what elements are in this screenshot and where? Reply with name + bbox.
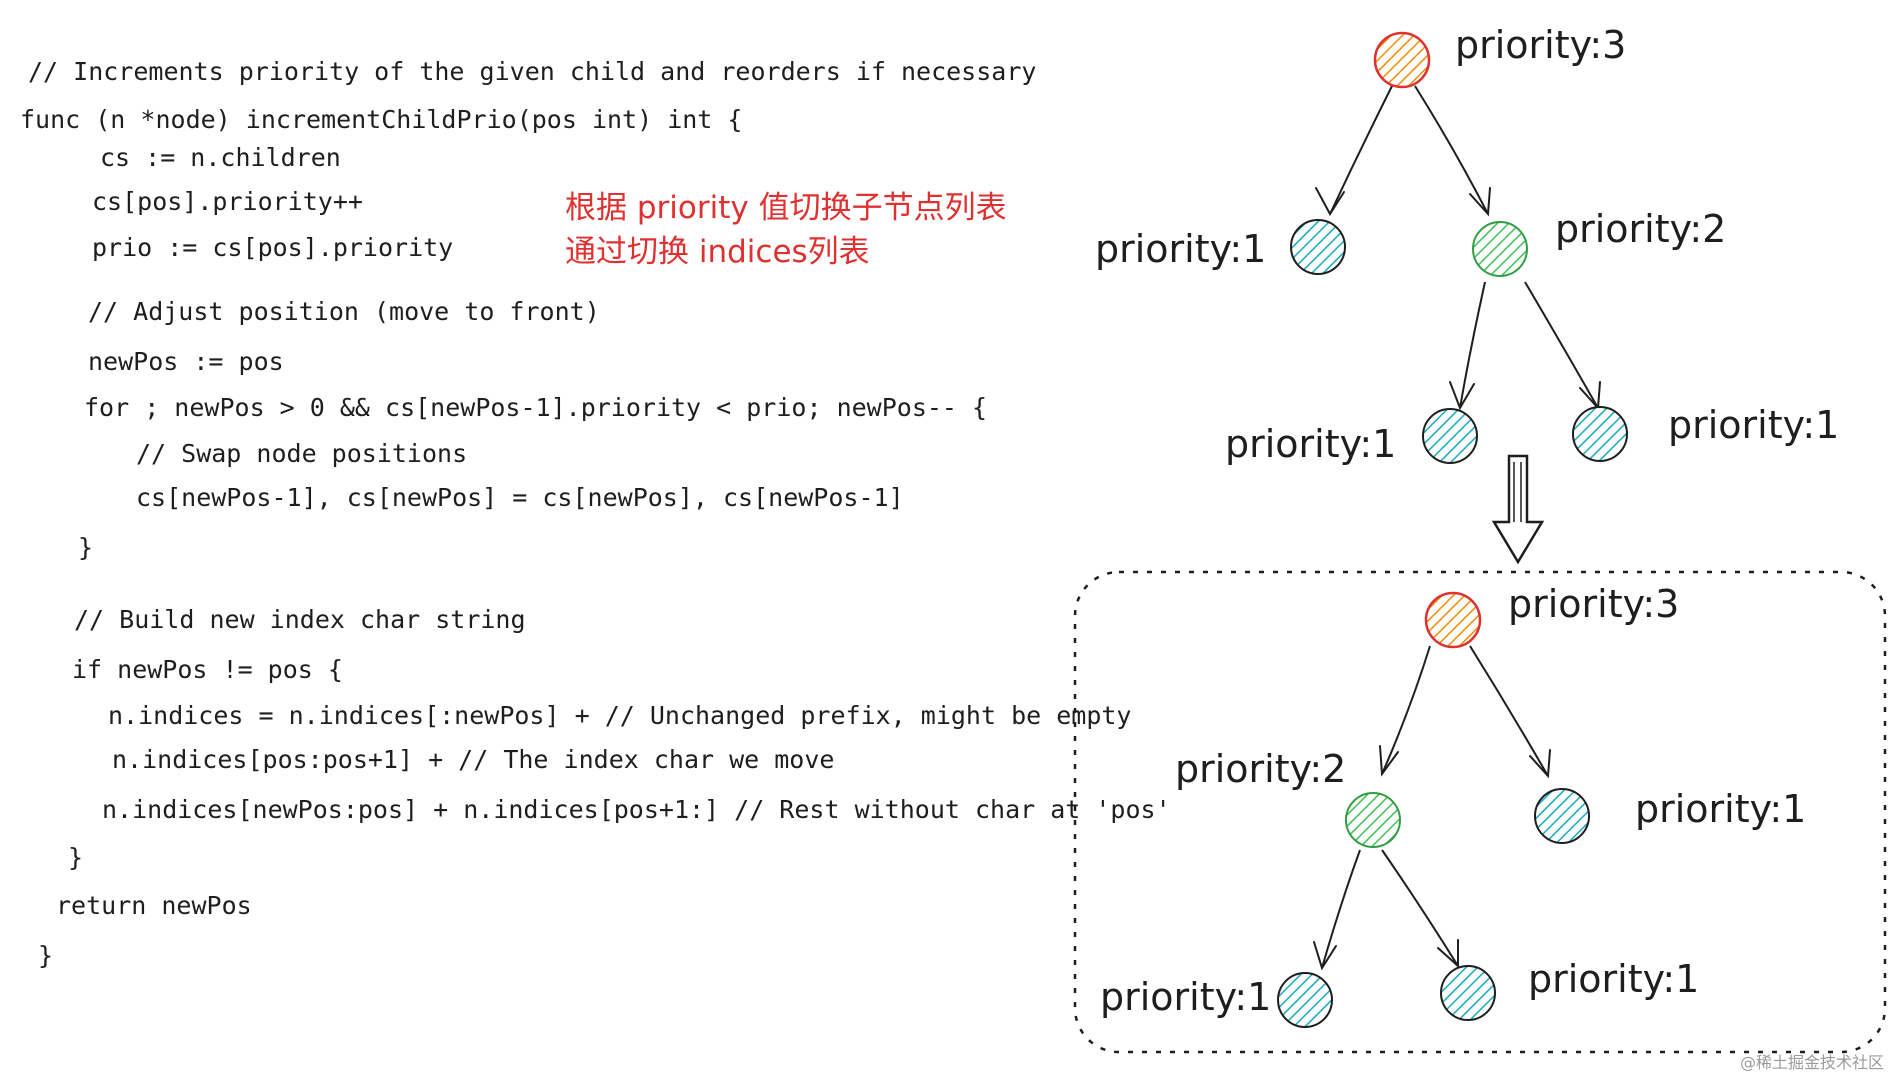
transition-arrow-icon — [1491, 454, 1545, 565]
code-line: // Build new index char string — [74, 605, 526, 634]
priority-label: priority:1 — [1100, 975, 1271, 1019]
code-line: for ; newPos > 0 && cs[newPos-1].priorit… — [84, 393, 987, 422]
watermark: @稀土掘金技术社区 — [1740, 1053, 1884, 1072]
priority-label: priority:1 — [1635, 787, 1806, 831]
arrowhead-icon — [1437, 939, 1459, 969]
annotation-line: 根据 priority 值切换子节点列表 — [565, 190, 1007, 226]
priority-label: priority:1 — [1095, 227, 1266, 271]
code-line: // Increments priority of the given chil… — [28, 57, 1036, 86]
code-line: } — [68, 843, 83, 872]
priority-label: priority:2 — [1175, 747, 1346, 791]
arrowhead-icon — [1469, 187, 1491, 217]
code-line: func (n *node) incrementChildPrio(pos in… — [20, 105, 742, 134]
code-line: } — [78, 533, 93, 562]
tree-edge — [1459, 281, 1486, 409]
leaf-node — [1422, 408, 1478, 464]
priority-label: priority:2 — [1555, 207, 1726, 251]
code-line: // Swap node positions — [136, 439, 467, 468]
mid-node — [1345, 792, 1401, 848]
code-line: cs[pos].priority++ — [92, 187, 363, 216]
code-line: n.indices = n.indices[:newPos] + // Unch… — [108, 701, 1132, 730]
leaf-node — [1277, 972, 1333, 1028]
code-line: } — [38, 941, 53, 970]
priority-label: priority:3 — [1508, 582, 1679, 626]
tree-edge — [1414, 85, 1489, 215]
arrowhead-icon — [1529, 749, 1551, 779]
tree-edge — [1381, 645, 1431, 775]
annotation: 根据 priority 值切换子节点列表 通过切换 indices列表 — [565, 190, 1007, 270]
code-line: n.indices[pos:pos+1] + // The index char… — [112, 745, 834, 774]
tree-edge — [1321, 849, 1361, 969]
arrowhead-icon — [1379, 745, 1399, 777]
tree-edge — [1381, 849, 1459, 967]
priority-label: priority:3 — [1455, 23, 1626, 67]
code-line: cs[newPos-1], cs[newPos] = cs[newPos], c… — [136, 483, 904, 512]
leaf-node — [1572, 406, 1628, 462]
mid-node — [1472, 221, 1528, 277]
tree-edge — [1524, 281, 1599, 409]
result-frame — [1073, 570, 1887, 1054]
priority-label: priority:1 — [1528, 957, 1699, 1001]
code-line: return newPos — [56, 891, 252, 920]
leaf-node — [1440, 965, 1496, 1021]
root-node — [1373, 31, 1431, 89]
leaf-node — [1534, 788, 1590, 844]
code-line: n.indices[newPos:pos] + n.indices[pos+1:… — [102, 795, 1171, 824]
arrowhead-icon — [1449, 381, 1475, 411]
tree-after: priority:3 priority:2 priority:1 priorit… — [1100, 582, 1806, 1028]
tree-edge — [1329, 85, 1393, 215]
code-line: cs := n.children — [100, 143, 341, 172]
tree-before: priority:3 priority:1 priority:2 priorit… — [1095, 23, 1839, 466]
priority-label: priority:1 — [1225, 422, 1396, 466]
code-line: newPos := pos — [88, 347, 284, 376]
tree-edge — [1469, 645, 1549, 777]
root-node — [1424, 591, 1482, 649]
code-block: // Increments priority of the given chil… — [20, 57, 1171, 970]
code-line: prio := cs[pos].priority — [92, 233, 453, 262]
code-line: // Adjust position (move to front) — [88, 297, 600, 326]
priority-label: priority:1 — [1668, 403, 1839, 447]
code-line: if newPos != pos { — [72, 655, 343, 684]
annotation-line: 通过切换 indices列表 — [565, 234, 870, 270]
arrowhead-icon — [1315, 187, 1345, 216]
arrowhead-icon — [1313, 941, 1337, 971]
leaf-node — [1290, 219, 1346, 275]
